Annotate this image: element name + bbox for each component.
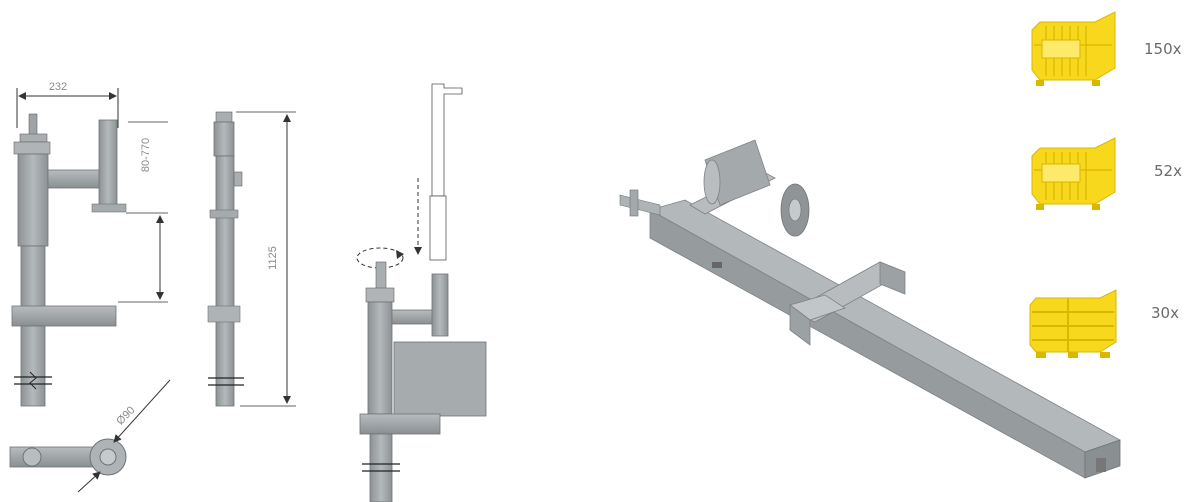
front-view-drawing: [11, 88, 168, 407]
height-range-dimension-label: 80-770: [140, 138, 152, 172]
slatted-crate-icon: [1029, 289, 1117, 358]
top-view-drawing: [9, 379, 171, 493]
quantity-label-mesh-cage-large: 150x: [1144, 40, 1182, 58]
mesh-cage-icon: [1031, 137, 1116, 210]
quantity-label-mesh-cage-small: 52x: [1154, 162, 1182, 180]
assembly-drawing: [356, 83, 487, 502]
total-height-dimension-label: 1125: [267, 246, 279, 270]
width-dimension-label: 232: [49, 81, 67, 93]
product-render: [619, 139, 1121, 479]
quantity-label-slatted-crate: 30x: [1151, 304, 1179, 322]
mesh-cage-icon: [1031, 11, 1116, 86]
side-view-drawing: [207, 111, 296, 407]
